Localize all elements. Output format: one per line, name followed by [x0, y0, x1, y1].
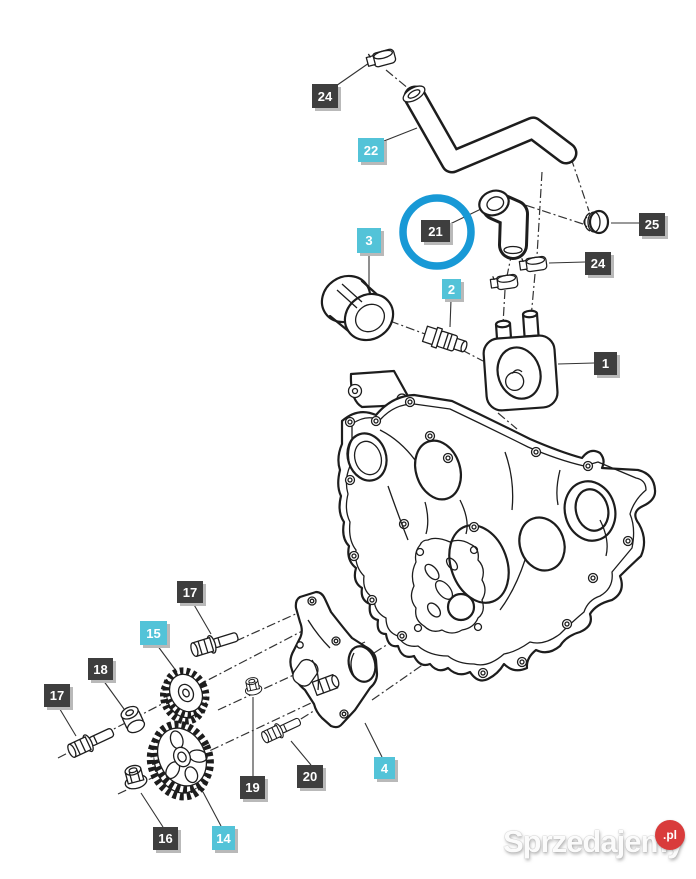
- part-label-21: 21: [421, 220, 450, 242]
- part-label-24-right: 24: [585, 252, 611, 275]
- label-leader-lines: [57, 62, 640, 828]
- part-label-19: 19: [240, 776, 265, 799]
- part-label-20: 20: [297, 765, 323, 788]
- hose-part-22: [402, 85, 578, 174]
- watermark: Sprzedajemy .pl: [503, 820, 693, 866]
- timing-cover-drawing: [337, 369, 657, 682]
- highlight-circle: [399, 194, 475, 270]
- clamp-part-24-right: [518, 254, 548, 274]
- gear-part-15: [160, 667, 210, 725]
- bolt-part-17-top: [188, 627, 241, 660]
- part-label-3: 3: [357, 228, 381, 253]
- watermark-pl-badge: .pl: [655, 820, 685, 850]
- oil-pump-part-4: [289, 590, 379, 729]
- nut-part-19: [242, 675, 264, 697]
- fitting-part-2: [421, 325, 468, 353]
- clamp-part-24-top: [364, 46, 398, 70]
- cup-part-3: [320, 274, 395, 342]
- part-label-17-left: 17: [44, 684, 70, 707]
- part-label-24-top: 24: [312, 84, 338, 108]
- part-label-18: 18: [88, 658, 113, 680]
- part-label-2: 2: [442, 279, 461, 299]
- bolt-part-20: [258, 713, 304, 746]
- part-label-15: 15: [140, 621, 167, 645]
- part-label-25: 25: [639, 213, 665, 236]
- part-label-1: 1: [594, 352, 617, 375]
- clip-part-25: [583, 209, 610, 235]
- part-label-4: 4: [374, 757, 395, 779]
- part-label-22: 22: [358, 138, 384, 162]
- part-label-17-top: 17: [177, 581, 203, 603]
- part-label-14: 14: [212, 826, 235, 850]
- watermark-text: Sprzedajemy: [503, 824, 684, 859]
- bolt-part-17-left: [64, 722, 118, 761]
- elbow-part-21: [478, 189, 529, 260]
- nut-part-16: [120, 762, 149, 792]
- part-label-16: 16: [153, 827, 178, 850]
- oil-cooler-part-1: [482, 309, 559, 412]
- gear-part-14: [146, 720, 214, 801]
- spacer-part-18: [120, 705, 146, 734]
- clamp-part-24-left: [489, 272, 519, 292]
